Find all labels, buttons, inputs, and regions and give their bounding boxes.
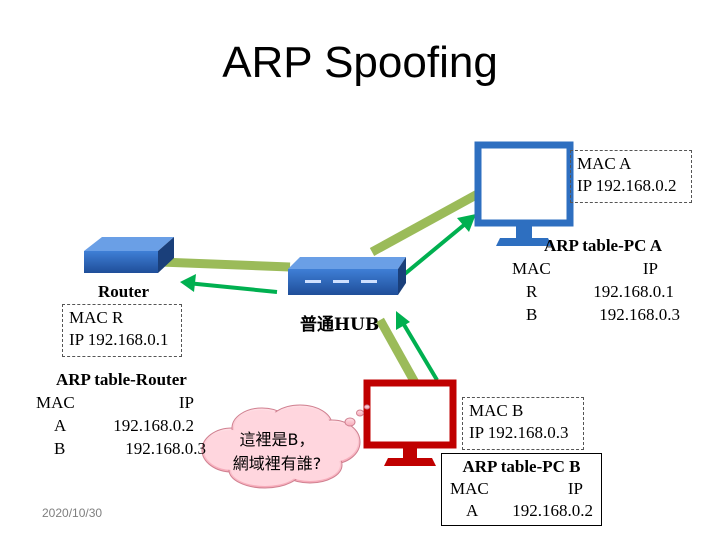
arp-table-router-header-mac: MAC — [36, 393, 75, 412]
speech-cloud-line-2: 網域裡有誰? — [232, 454, 322, 473]
router-address-box: MAC R IP 192.168.0.1 — [62, 304, 182, 357]
arrow-to-pc-a-head — [457, 214, 476, 232]
arrow-to-router-head — [180, 274, 196, 292]
pc-b-monitor-icon — [363, 379, 457, 466]
arp-table-pc-a-row-2-mac: B — [526, 305, 538, 324]
arp-table-pc-a-row-1-ip: 192.168.0.1 — [593, 282, 674, 301]
pc-a-monitor-icon — [474, 141, 574, 246]
hub-label: 普通HUB — [300, 315, 380, 335]
arrow-to-router — [186, 281, 278, 294]
arp-table-pc-a-title: ARP table-PC A — [543, 236, 663, 255]
arp-table-pc-a-row-2-ip: 192.168.0.3 — [599, 305, 680, 324]
arrow-from-pc-b-head — [396, 311, 410, 330]
arp-table-pc-b-header-mac: MAC — [450, 479, 489, 498]
arp-table-router-title: ARP table-Router — [56, 370, 187, 389]
arp-table-router-row-1-mac: A — [54, 416, 67, 435]
page-title: ARP Spoofing — [222, 38, 498, 87]
pc-b-address-box: MAC B IP 192.168.0.3 — [462, 397, 584, 450]
router-ip: IP 192.168.0.1 — [69, 330, 169, 349]
arp-table-router: ARP table-Router MAC IP A 192.168.0.2 B … — [36, 368, 206, 460]
arp-table-pc-b-row-1-mac: A — [466, 501, 479, 520]
speech-cloud-line-1: 這裡是B， — [239, 430, 315, 449]
pc-a-address-box: MAC A IP 192.168.0.2 — [570, 150, 692, 203]
arp-table-router-header-ip: IP — [178, 393, 194, 412]
arp-table-pc-a-header-ip: IP — [642, 259, 658, 278]
pc-a-ip: IP 192.168.0.2 — [577, 176, 677, 195]
pc-b-ip: IP 192.168.0.3 — [469, 423, 569, 442]
pc-b-mac: MAC B — [469, 401, 524, 420]
arrow-to-pc-a — [393, 218, 472, 284]
cable-hub-pc-b — [376, 317, 422, 391]
router-mac: MAC R — [69, 308, 124, 327]
router-label: Router — [98, 282, 149, 301]
cable-hub-pc-a — [369, 186, 488, 256]
arp-table-pc-a-row-1-mac: R — [526, 282, 538, 301]
arp-table-pc-b-header-ip: IP — [567, 479, 583, 498]
arp-table-pc-b-row-1-ip: 192.168.0.2 — [512, 501, 593, 520]
arrow-from-pc-b — [398, 316, 439, 382]
router-icon — [84, 237, 174, 273]
pc-a-mac: MAC A — [577, 154, 632, 173]
arp-table-pc-b-title: ARP table-PC B — [462, 457, 581, 476]
arp-table-pc-a-header-mac: MAC — [512, 259, 551, 278]
hub-icon — [288, 257, 406, 295]
arp-table-pc-a: ARP table-PC A MAC IP R 192.168.0.1 B 19… — [506, 234, 686, 326]
arp-table-router-row-2-mac: B — [54, 439, 66, 458]
cable-hub-router — [159, 257, 291, 272]
slide-date: 2020/10/30 — [42, 506, 103, 520]
arp-table-pc-b: ARP table-PC B MAC IP A 192.168.0.2 — [441, 453, 602, 526]
arp-table-router-row-2-ip: 192.168.0.3 — [125, 439, 206, 458]
speech-cloud-text: 這裡是B， 網域裡有誰? — [212, 428, 342, 476]
arp-table-router-row-1-ip: 192.168.0.2 — [113, 416, 194, 435]
